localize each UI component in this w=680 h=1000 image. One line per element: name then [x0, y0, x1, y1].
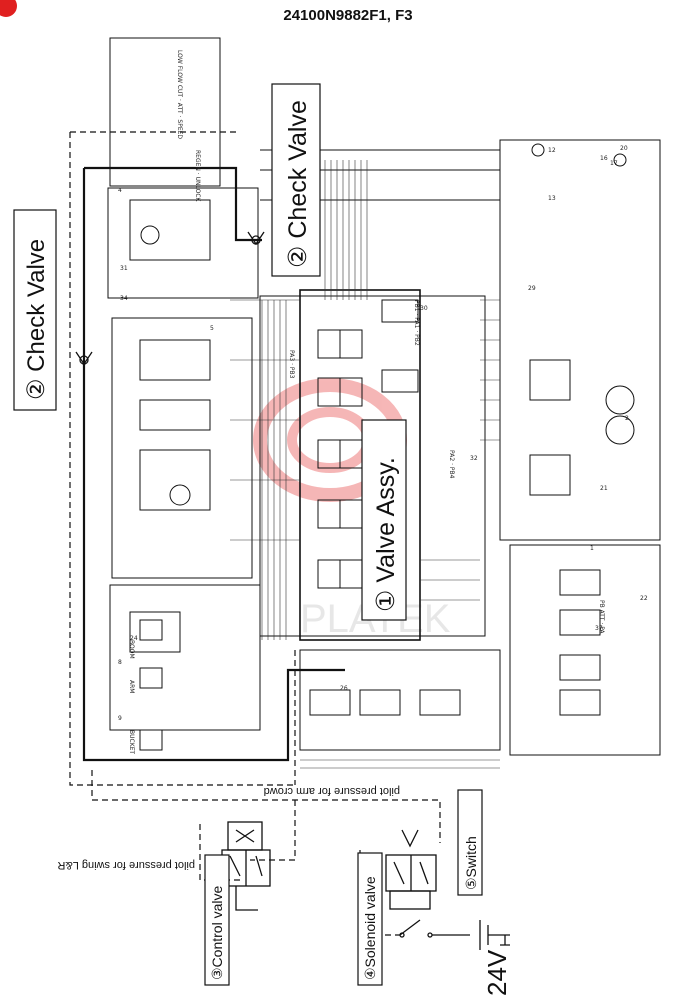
svg-text:31: 31	[120, 265, 128, 272]
swing-label: pilot pressure for swing L&R	[57, 859, 195, 871]
svg-text:26: 26	[340, 685, 348, 692]
svg-text:PB1 · PA1 · PB2: PB1 · PA1 · PB2	[413, 300, 420, 346]
svg-text:BOOM: BOOM	[128, 640, 135, 659]
valve-assy-callout: ① Valve Assy.	[361, 419, 407, 621]
control-valve-symbol	[221, 821, 271, 911]
pilot-hose-bundle	[230, 160, 500, 769]
svg-text:② Check Valve: ② Check Valve	[284, 100, 312, 268]
svg-text:34: 34	[120, 295, 128, 302]
svg-text:32: 32	[470, 455, 478, 462]
corner-badge	[0, 0, 17, 17]
svg-text:LOW FLOW CUT · ATT · SPEED: LOW FLOW CUT · ATT · SPEED	[176, 50, 183, 139]
svg-text:37: 37	[595, 625, 603, 632]
drawing-number: 24100N9882F1, F3	[283, 7, 412, 24]
svg-text:② Check Valve: ② Check Valve	[23, 239, 50, 400]
check-valve-callout-left: ② Check Valve	[13, 209, 57, 411]
svg-text:8: 8	[118, 659, 122, 666]
pump-symbols	[140, 143, 635, 506]
solenoid-valve-callout: ④Solenoid valve	[357, 852, 383, 986]
boom-arm-bucket-cylinders	[139, 619, 163, 751]
svg-text:① Valve Assy.: ① Valve Assy.	[372, 457, 400, 612]
svg-text:5: 5	[210, 325, 214, 332]
svg-text:1: 1	[590, 545, 594, 552]
check-valve-symbol-left	[75, 351, 93, 366]
switch-and-battery	[399, 919, 510, 950]
svg-text:24: 24	[130, 635, 138, 642]
svg-text:REGEN · UNLOCK: REGEN · UNLOCK	[194, 150, 201, 203]
svg-text:29: 29	[528, 285, 536, 292]
svg-text:16: 16	[600, 155, 608, 162]
svg-text:③Control valve: ③Control valve	[209, 886, 225, 980]
svg-text:21: 21	[600, 485, 608, 492]
svg-text:20: 20	[620, 145, 628, 152]
svg-text:PA2 · PB4: PA2 · PB4	[448, 450, 455, 479]
svg-text:4: 4	[118, 187, 122, 194]
pilot-lines	[69, 131, 441, 936]
svg-text:PB ATT · PA: PB ATT · PA	[598, 600, 605, 634]
solenoid-valve-symbol	[385, 829, 437, 910]
check-valve-callout-right: ② Check Valve	[271, 83, 321, 277]
arm-crowd-label: pilot pressure for arm crowd	[264, 785, 400, 797]
svg-text:ARM: ARM	[128, 680, 135, 693]
svg-text:⑤Switch: ⑤Switch	[463, 836, 479, 890]
svg-text:9: 9	[118, 715, 122, 722]
svg-text:12: 12	[548, 147, 556, 154]
watermark-logo: PLATEK	[253, 378, 451, 641]
svg-text:17: 17	[610, 160, 618, 167]
voltage-label: 24V	[482, 949, 512, 996]
svg-text:13: 13	[548, 195, 556, 202]
schematic-frame	[107, 37, 661, 756]
svg-text:④Solenoid valve: ④Solenoid valve	[362, 876, 378, 980]
svg-text:BUCKET: BUCKET	[128, 730, 135, 754]
small-annotations: LOW FLOW CUT · ATT · SPEED REGEN · UNLOC…	[128, 50, 605, 754]
main-pilot-line	[82, 166, 345, 762]
check-valve-symbol-right	[247, 231, 265, 246]
svg-text:22: 22	[640, 595, 648, 602]
svg-text:30: 30	[420, 305, 428, 312]
control-valve-callout: ③Control valve	[204, 854, 230, 986]
reference-numbers: 1 2 4 5 8 9 12 13 16 17 20 21 22 24 26 2…	[118, 145, 648, 722]
svg-text:PA3 · PB3: PA3 · PB3	[288, 350, 295, 379]
svg-text:2: 2	[625, 415, 629, 422]
switch-callout: ⑤Switch	[457, 789, 483, 896]
